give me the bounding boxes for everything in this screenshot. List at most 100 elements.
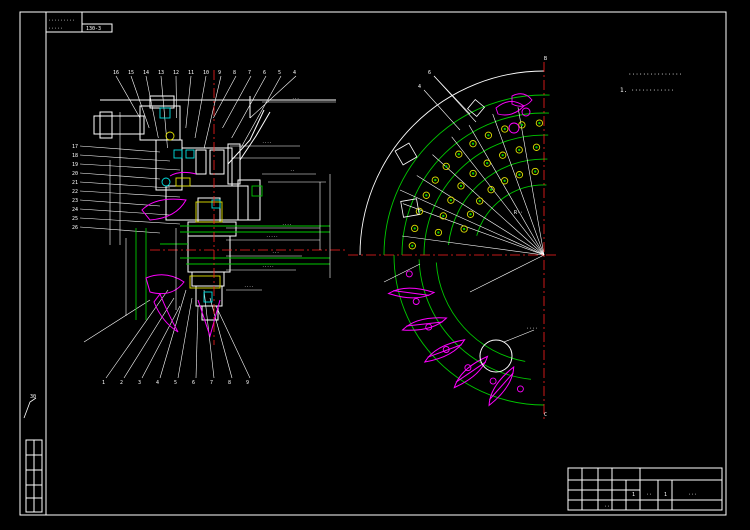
disc-radial-line [451,136,545,256]
bolt-hole [464,364,472,372]
bolt-hole [460,225,468,233]
bolt-hole [499,151,507,159]
technical-notes: ··············· 1. ············ [620,71,682,94]
bolt-hole-center [411,244,414,247]
bottom-callout: 5 [174,380,177,386]
left-callout: 24 [72,207,78,213]
bolt-hole [431,176,439,184]
disc-blade [423,339,466,363]
left-callout: 17 [72,144,78,150]
inspection-circle [479,339,513,373]
section-centerlines [150,70,345,345]
bolt-hole-center [489,188,493,191]
bolt-hole [469,169,477,178]
left-callout: 19 [72,162,78,168]
plan-leaders [383,75,545,293]
bolt-hole-center [538,121,541,125]
bolt-hole-center [503,179,506,182]
bolt-hole-center [534,170,537,173]
guide-rails [135,185,330,320]
disc-radial-line [416,175,545,256]
disc-arc [418,259,531,380]
left-callout: 26 [72,225,78,231]
section-view: ··· ···· ·· ···· ····· ··· ····· ···· 16… [72,70,345,386]
bolt-hole-center [471,172,475,175]
disc-bolt-holes [405,119,544,393]
left-callout: 23 [72,198,78,204]
bolt-hole-center [425,194,428,197]
bolt-hole [518,121,526,129]
top-label-1: ········· [48,18,75,24]
bolt-hole [405,270,413,278]
bolt-hole [411,224,419,233]
drawing-frame [19,11,727,516]
bottom-callout: 8 [228,380,231,386]
tb-cell-4: 1 [664,492,667,498]
corner-mark: 30 [30,394,36,400]
bolt-hole [442,162,450,171]
top-callout: 12 [173,70,179,76]
top-callout: 14 [143,70,149,76]
top-label-block: ········· ····· 130-3 [45,11,113,33]
bolt-hole [501,125,509,133]
dim-text-8: ···· [244,284,254,289]
disc-blade [453,355,489,389]
bolt-hole [434,228,443,237]
disc-radial-line [468,124,545,256]
dim-text-3: ·· [290,168,295,173]
dim-text-6: ··· [272,250,279,255]
bolt-hole-center [535,146,538,149]
bolt-hole [531,167,539,176]
left-callout-leaders [79,145,181,234]
plan-label-4: 4 [418,84,421,90]
bolt-hole-center [486,162,489,165]
bolt-hole [412,298,420,305]
plan-label-diameter: ···· [526,326,538,332]
disc-radial-line [492,113,545,256]
disc-top-cluster [495,93,533,134]
disc-radial-lines [399,107,545,256]
bottom-callout: 2 [120,380,123,386]
note-line-2: 1. ············ [620,87,674,94]
bolt-hole-center [437,231,440,234]
disc-blade [401,317,448,331]
disc-arc [448,158,548,246]
bolt-hole-center [449,199,453,202]
section-dimension-lines [109,101,336,316]
bottom-callout: 7 [210,380,213,386]
dim-text-2: ···· [262,140,272,145]
top-callout: 4 [293,70,296,76]
plan-label-radius: R·· [514,210,523,216]
disc-radial-line [517,107,545,256]
dim-text-4: ···· [282,222,292,227]
tb-cell-1: ·· [604,504,610,510]
plan-view: B 6 4 R·· ···· C [348,56,556,420]
disc-blade [387,287,436,299]
bolt-hole-center [462,227,466,231]
top-callout: 11 [188,70,194,76]
top-callout: 15 [128,70,134,76]
bolt-hole [487,186,495,194]
bolt-hole-center [445,165,448,168]
disc-arc [359,70,545,256]
disc-blade [488,365,515,407]
top-callout: 16 [113,70,119,76]
disc-radial-line [432,154,545,256]
fasteners [159,107,221,303]
plan-labels: B 6 4 R·· ···· C [418,56,547,418]
bolt-hole-center [520,123,524,127]
bolt-hole [484,131,493,139]
bolt-hole [455,150,463,158]
plan-label-c: C [544,412,547,418]
left-callout: 21 [72,180,78,186]
bolt-hole-center [413,227,416,230]
highlight-parts [165,131,223,289]
bolt-hole [408,242,416,250]
disc-arcs [359,70,550,406]
disc-blades [387,287,515,407]
bolt-hole [515,171,524,179]
top-code: 130-3 [86,26,101,32]
left-callout: 20 [72,171,78,177]
